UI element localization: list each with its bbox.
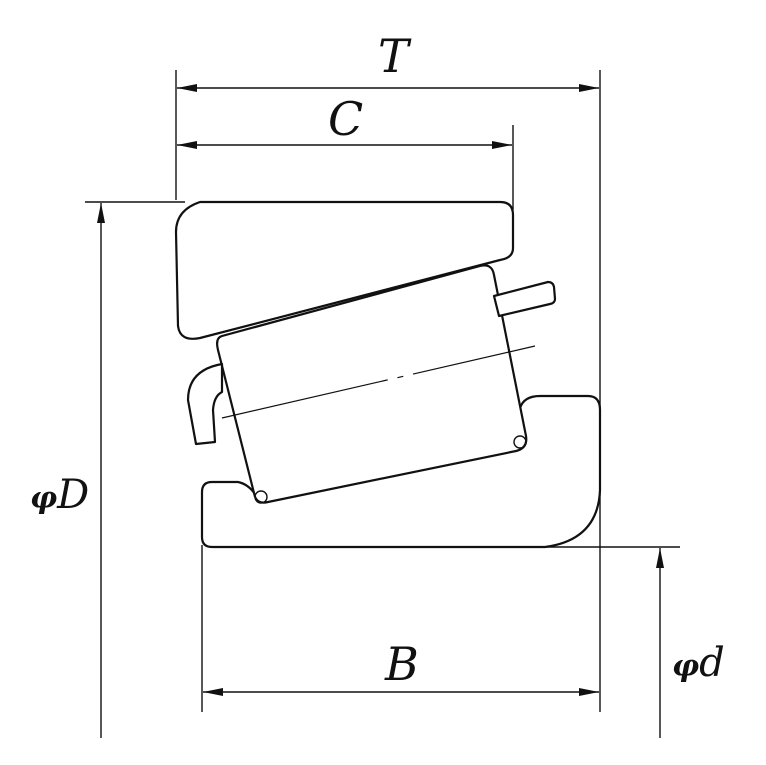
outer-ring-cup [174, 200, 515, 340]
extension-lines [85, 70, 680, 712]
cage-large-end [492, 280, 557, 318]
roller-corner-bottom-right [513, 435, 527, 449]
label-phi-d: φd [672, 640, 725, 686]
label-d: d [699, 640, 725, 686]
label-C: C [328, 92, 363, 146]
dimension-lines [97, 84, 664, 738]
label-D: D [56, 472, 89, 518]
phi-symbol-D: φ [30, 481, 57, 516]
cage-small-end [186, 362, 224, 446]
phi-symbol-d: φ [672, 649, 699, 684]
label-B: B [384, 637, 419, 691]
label-phi-D: φD [30, 472, 89, 518]
roller-corner-bottom-left [254, 490, 268, 504]
label-T: T [378, 29, 412, 83]
roller-axis-centerline [221, 345, 536, 419]
